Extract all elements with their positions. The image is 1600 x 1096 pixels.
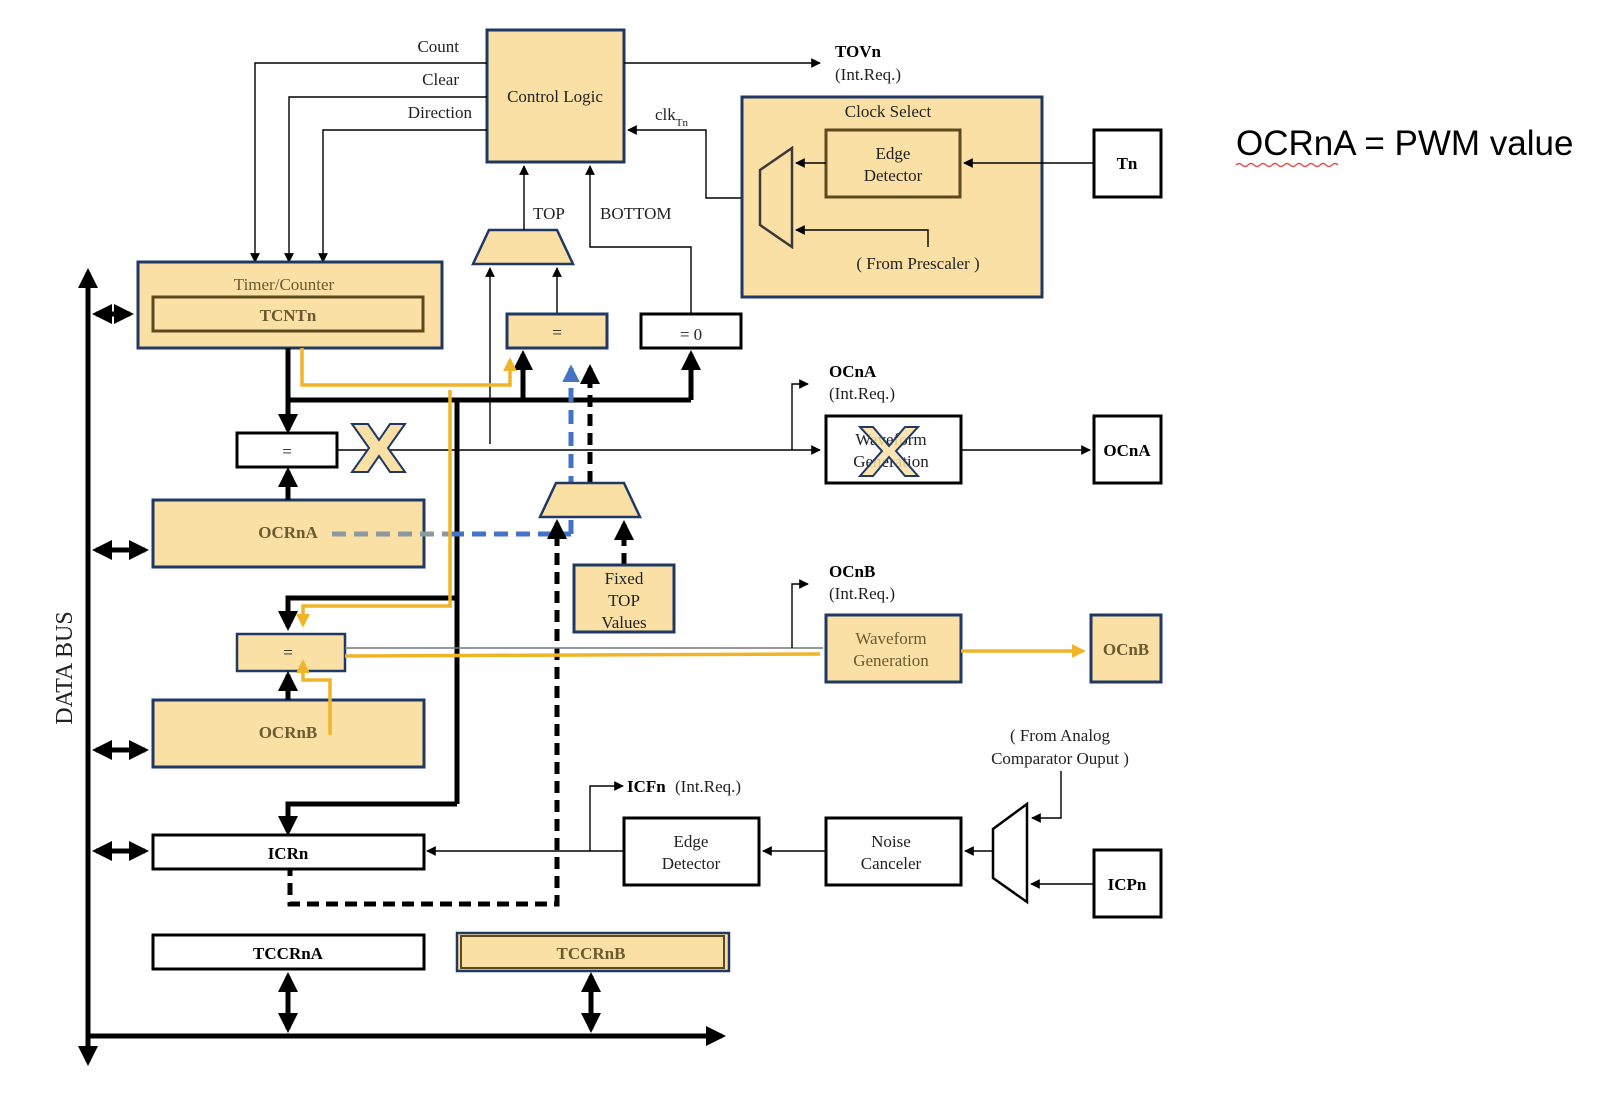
svg-text:Waveform: Waveform — [855, 629, 926, 648]
icp-mux — [991, 801, 1029, 905]
ocrna-label: OCRnA — [258, 523, 318, 542]
edge-detector-top-label-1: Edge — [876, 144, 911, 163]
svg-text:Detector: Detector — [662, 854, 721, 873]
clk-signal: clkTn — [627, 105, 760, 199]
analog-comparator-input: ( From Analog Comparator Ouput ) — [991, 726, 1129, 823]
disabled-cross-icon — [350, 423, 407, 473]
pwm-signal-path — [296, 348, 1086, 735]
fixed-top-values: Fixed TOP Values — [572, 563, 676, 634]
counter-bus — [278, 348, 701, 836]
svg-text:TOP: TOP — [608, 591, 640, 610]
tcntn-label: TCNTn — [260, 306, 317, 325]
svg-text:Noise: Noise — [871, 832, 911, 851]
ocna-out-label: OCnA — [1103, 441, 1151, 460]
tn-pin: Tn — [963, 128, 1163, 199]
ocrb-compare-block: = — [235, 579, 823, 673]
noise-canceler-block: Noise Canceler — [824, 816, 993, 887]
top-compare-block: = — [505, 312, 609, 350]
ocnb-pin: OCnB — [1089, 613, 1163, 684]
from-prescaler-label: ( From Prescaler ) — [856, 254, 979, 273]
clock-mux-shape — [758, 145, 794, 250]
icrn-top-path — [287, 364, 600, 907]
bottom-signal: BOTTOM — [585, 165, 692, 314]
tccrna-register: TCCRnA — [151, 933, 426, 971]
svg-text:Canceler: Canceler — [861, 854, 922, 873]
control-logic-block: Control Logic — [485, 28, 626, 164]
fixed-top-mux — [538, 481, 642, 565]
ocrna-register: OCRnA — [151, 467, 426, 569]
ocrnb-register: OCRnB — [151, 671, 426, 769]
tn-label: Tn — [1117, 154, 1138, 173]
ocnb-out-label: OCnB — [1103, 640, 1149, 659]
data-bus-label: DATA BUS — [52, 611, 78, 724]
tccrnb-label: TCCRnB — [557, 944, 626, 963]
control-signals: Count Clear Direction — [250, 37, 487, 263]
spellcheck-underline — [1235, 162, 1339, 168]
waveform-generation-b: Waveform Generation — [824, 613, 963, 684]
ocra-compare-block: = — [235, 379, 821, 469]
svg-text:=: = — [282, 442, 292, 461]
svg-text:Edge: Edge — [674, 832, 709, 851]
top-label: TOP — [533, 204, 565, 223]
direction-label: Direction — [408, 103, 473, 122]
tccrnb-register: TCCRnB — [455, 931, 731, 973]
icfn-label: ICFn — [627, 777, 666, 796]
svg-text:=: = — [552, 323, 562, 342]
svg-text:Generation: Generation — [853, 651, 929, 670]
tccrna-label: TCCRnA — [253, 944, 324, 963]
ocna-pin: OCnA — [1092, 414, 1163, 485]
ocnb-int-label: OCnB — [829, 562, 875, 581]
tovn-output: TOVn (Int.Req.) — [624, 42, 901, 84]
control-logic-label: Control Logic — [507, 87, 603, 106]
icrn-label: ICRn — [268, 844, 309, 863]
zero-compare-block: = 0 — [639, 312, 743, 350]
top-mux: TOP — [471, 165, 575, 444]
icfn-interrupt: ICFn (Int.Req.) — [627, 777, 741, 796]
icfn-int-label: (Int.Req.) — [675, 777, 741, 796]
svg-text:Fixed: Fixed — [605, 569, 644, 588]
bottom-label: BOTTOM — [600, 204, 671, 223]
clock-select-block: Clock Select Edge Detector ( From Presca… — [740, 95, 1044, 299]
svg-text:=: = — [283, 643, 293, 662]
clear-label: Clear — [422, 70, 459, 89]
ocna-int-req-label: (Int.Req.) — [829, 384, 895, 403]
edge-detector-top-label-2: Detector — [864, 166, 923, 185]
pwm-note: OCRnA = PWM value — [1235, 124, 1573, 168]
timer-counter-block: Timer/Counter TCNTn — [136, 260, 444, 350]
data-bus: DATA BUS — [52, 268, 726, 1066]
clock-select-label: Clock Select — [845, 102, 932, 121]
svg-text:( From Analog: ( From Analog — [1010, 726, 1111, 745]
svg-text:Comparator Ouput ): Comparator Ouput ) — [991, 749, 1129, 768]
ocnb-int-req-label: (Int.Req.) — [829, 584, 895, 603]
ocrnb-label: OCRnB — [259, 723, 318, 742]
icpn-label: ICPn — [1108, 875, 1147, 894]
ocna-int-label: OCnA — [829, 362, 877, 381]
waveform-disabled-cross-icon — [857, 426, 921, 477]
waveform-generation-a: Waveform Generation — [824, 414, 1091, 485]
timer-counter-label: Timer/Counter — [234, 275, 335, 294]
clk-label: clkTn — [655, 105, 689, 129]
svg-text:= 0: = 0 — [680, 325, 702, 344]
tovn-int-label: (Int.Req.) — [835, 65, 901, 84]
count-label: Count — [417, 37, 459, 56]
ocna-interrupt: OCnA (Int.Req.) — [829, 362, 895, 403]
ocnb-interrupt: OCnB (Int.Req.) — [829, 562, 895, 603]
tovn-label: TOVn — [835, 42, 882, 61]
pwm-note-text: OCRnA = PWM value — [1236, 124, 1573, 163]
icrn-register: ICRn — [151, 833, 426, 871]
edge-detector-bottom-block: Edge Detector — [426, 781, 826, 887]
svg-text:Values: Values — [601, 613, 646, 632]
icpn-pin: ICPn — [1030, 848, 1163, 919]
